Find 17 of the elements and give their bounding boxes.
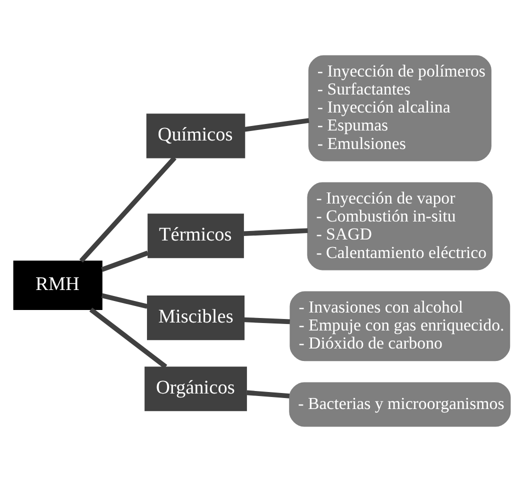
connector [246, 390, 290, 398]
connector [243, 228, 308, 236]
node-box: Miscibles [146, 296, 244, 340]
node-box: RMH [12, 260, 102, 310]
connector [78, 156, 176, 263]
node-box: Químicos [146, 114, 245, 158]
node-box: - Bacterias y microorganismos [288, 382, 510, 427]
node-box: Orgánicos [144, 366, 246, 412]
connector [244, 317, 290, 324]
connector [100, 250, 148, 272]
connector [88, 308, 167, 369]
node-box: - Invasiones con alcohol - Empuje con gas enriquecido. - Dióxido de carbono [289, 291, 510, 362]
connector [244, 118, 309, 132]
node-box: Térmicos [147, 214, 244, 258]
node-box: - Inyección de vapor - Combustión in-situ - SAGD - Calentamiento eléctrico [306, 182, 492, 270]
connector [100, 293, 148, 309]
node-box: - Inyección de polímeros - Surfactantes - Inyección alcalina - Espumas - Emulsiones [308, 55, 491, 162]
